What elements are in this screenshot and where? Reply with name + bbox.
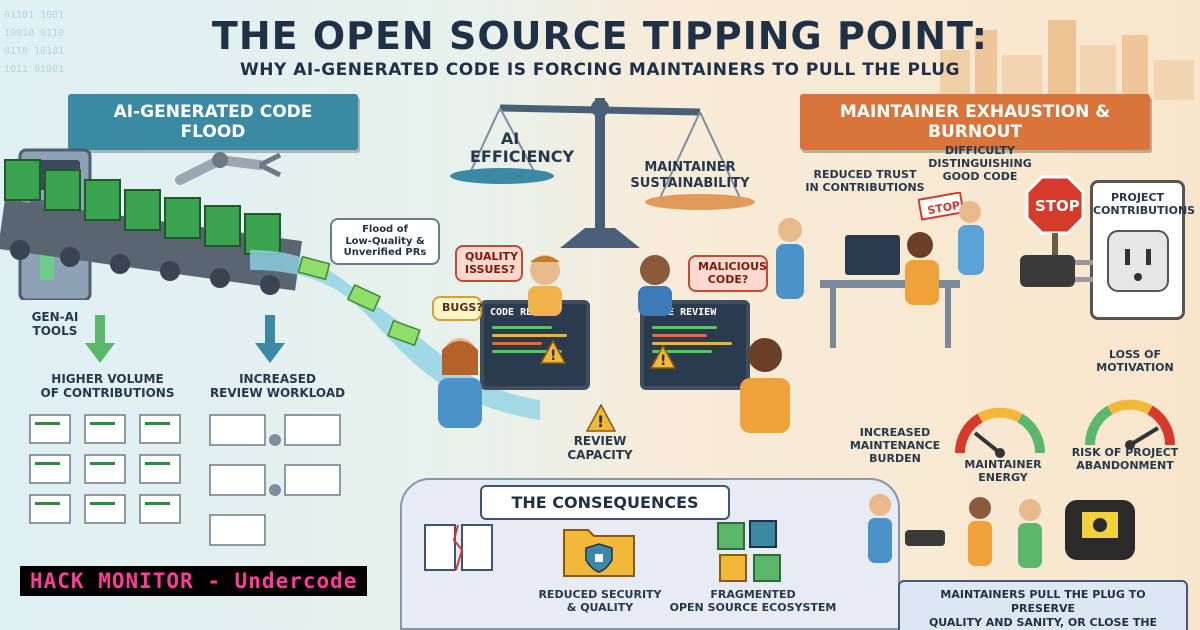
arrow-down-icon-right (255, 315, 285, 363)
page-subtitle: WHY AI-GENERATED CODE IS FORCING MAINTAI… (239, 60, 961, 80)
svg-text:1011 01001: 1011 01001 (4, 64, 64, 75)
review-capacity-warning-icon: ! (586, 404, 616, 432)
page-title: THE OPEN SOURCE TIPPING POINT: (211, 14, 989, 58)
maintainer-desk-scene (776, 201, 984, 348)
balance-scale (450, 98, 755, 248)
quality-issues-bubble: QUALITY ISSUES? (455, 245, 523, 283)
warning-icon-right-screen: ! (650, 345, 676, 369)
review-docs-grid (209, 414, 341, 546)
project-contributions-socket: PROJECT CONTRIBUTIONS (1090, 180, 1196, 320)
warning-icon-left-screen: ! (540, 340, 566, 364)
maintainer-energy-label: MAINTAINER ENERGY (964, 458, 1042, 484)
svg-text:!: ! (597, 412, 604, 431)
robot-arm-icon (175, 152, 282, 185)
city-skyline-background (940, 20, 1194, 100)
contribution-docs-grid (29, 414, 181, 524)
code-line (492, 342, 542, 345)
maintainers-pulling-plug-scene (868, 494, 1135, 568)
increased-maintenance-label: INCREASED MAINTENANCE BURDEN (849, 426, 941, 466)
banner-maintainer-burnout: MAINTAINER EXHAUSTION & BURNOUT (800, 94, 1150, 150)
unplugged-plug-icon (1020, 255, 1093, 287)
final-message-box: MAINTAINERS PULL THE PLUG TO PRESERVE QU… (898, 580, 1188, 630)
code-review-screen-right-title: CODE REVIEW (650, 307, 717, 318)
flood-of-prs-note: Flood of Low-Quality & Unverified PRs (330, 218, 440, 265)
project-contributions-label: PROJECT CONTRIBUTIONS (1093, 191, 1196, 218)
bugs-bubble: BUGS? (432, 296, 483, 321)
puzzle-pieces-icon (717, 520, 781, 582)
svg-text:0110 10101: 0110 10101 (4, 46, 64, 57)
reduced-trust-label: REDUCED TRUST IN CONTRIBUTIONS (805, 168, 925, 195)
gen-ai-tools-label: GEN-AI TOOLS (31, 310, 79, 339)
risk-abandonment-label: RISK OF PROJECT ABANDONMENT (1071, 446, 1179, 472)
review-capacity-label: REVIEW CAPACITY (567, 434, 633, 463)
maintainer-energy-gauge (954, 407, 1046, 458)
pr-flood-stream (250, 250, 540, 420)
code-line (492, 350, 562, 353)
svg-text:STOP: STOP (927, 199, 962, 218)
svg-text:!: ! (550, 348, 556, 364)
svg-text:10010 0110: 10010 0110 (4, 28, 64, 39)
code-conveyor-belt (0, 159, 303, 295)
security-shield-folder-icon (563, 529, 635, 577)
small-stop-sign-icon: STOP (918, 192, 965, 221)
reviewer-person-top-right (638, 255, 672, 316)
svg-text:!: ! (660, 353, 666, 369)
reviewer-person-bottom-left (438, 338, 482, 428)
code-line (492, 334, 567, 337)
consequence-fragmented-ecosystem: FRAGMENTED OPEN SOURCE ECOSYSTEM (669, 588, 837, 615)
higher-volume-label: HIGHER VOLUME OF CONTRIBUTIONS (40, 372, 175, 401)
loss-of-motivation-label: LOSS OF MOTIVATION (1096, 348, 1174, 375)
code-line (492, 326, 552, 329)
code-line (652, 350, 712, 353)
reviewer-person-bottom-right (740, 338, 790, 433)
risk-abandonment-gauge (1084, 399, 1176, 450)
binary-pattern-background: 01101 1001 10010 0110 0110 10101 1011 01… (4, 10, 64, 75)
arrow-down-icon-left (85, 315, 115, 363)
code-line (652, 342, 732, 345)
reviewer-person-top-left (528, 255, 562, 316)
consequences-title: THE CONSEQUENCES (480, 485, 730, 520)
difficulty-distinguishing-label: DIFFICULTY DISTINGUISHING GOOD CODE (928, 144, 1032, 184)
stop-sign-text: STOP (1035, 197, 1080, 215)
watermark-banner: HACK MONITOR - Undercode (20, 566, 368, 596)
banner-ai-code-flood: AI-GENERATED CODE FLOOD (68, 94, 358, 150)
power-socket-icon (1107, 230, 1169, 293)
code-line (652, 326, 717, 329)
scale-left-ai-efficiency: AI EFFICIENCY (470, 129, 575, 166)
code-review-screen-left-title: CODE REVIEW (490, 307, 557, 318)
scale-right-maintainer-sustainability: MAINTAINER SUSTAINABILITY (630, 160, 750, 191)
malicious-code-bubble: MALICIOUS CODE? (688, 255, 768, 293)
consequence-reduced-security: REDUCED SECURITY & QUALITY (538, 588, 662, 615)
broken-document-icon (424, 524, 493, 571)
code-line (652, 334, 707, 337)
svg-text:01101 1001: 01101 1001 (4, 10, 64, 21)
increased-review-label: INCREASED REVIEW WORKLOAD (209, 372, 346, 401)
